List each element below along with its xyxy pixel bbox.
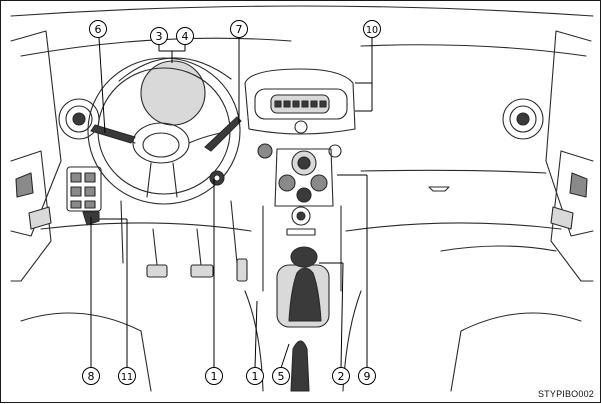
lower-dash-left bbox=[40, 222, 252, 232]
svg-text:4: 4 bbox=[182, 30, 189, 43]
svg-text:3: 3 bbox=[156, 30, 163, 43]
left-stalk bbox=[90, 124, 136, 144]
svg-text:1: 1 bbox=[252, 370, 259, 383]
left-door-panel bbox=[10, 150, 52, 282]
callout-c4: 4 bbox=[176, 27, 194, 45]
cluster-hood bbox=[118, 57, 232, 82]
pedals bbox=[146, 228, 248, 282]
a-pillar-right bbox=[545, 30, 594, 237]
instrument-cluster bbox=[140, 60, 206, 126]
seat-left bbox=[20, 312, 152, 392]
right-door-handle bbox=[569, 172, 588, 198]
right-door-switch bbox=[550, 206, 574, 230]
svg-text:8: 8 bbox=[88, 370, 95, 383]
glovebox-handle bbox=[428, 186, 450, 192]
svg-text:1: 1 bbox=[211, 370, 218, 383]
knee-panel bbox=[120, 200, 238, 264]
left-switch-panel bbox=[66, 166, 102, 212]
callout-c10: 10 bbox=[363, 20, 381, 38]
console-knob bbox=[291, 206, 311, 226]
right-side-vent bbox=[502, 98, 544, 140]
glovebox-line bbox=[360, 169, 547, 174]
callout-c2: 2 bbox=[332, 367, 350, 385]
svg-text:7: 7 bbox=[236, 23, 243, 36]
right-stalk bbox=[204, 116, 242, 152]
left-door-handle bbox=[15, 172, 34, 198]
floor-right bbox=[440, 245, 557, 252]
console-sides bbox=[262, 205, 342, 292]
svg-text:5: 5 bbox=[278, 370, 285, 383]
svg-text:11: 11 bbox=[121, 372, 133, 383]
callout-c7: 7 bbox=[230, 20, 248, 38]
handbrake bbox=[290, 340, 310, 392]
dashboard-top-right bbox=[360, 44, 587, 57]
left-door-switch bbox=[28, 206, 52, 230]
svg-text:2: 2 bbox=[338, 370, 345, 383]
a-pillar-left bbox=[10, 30, 62, 237]
center-audio-unit bbox=[244, 68, 356, 135]
center-left-knob bbox=[257, 143, 273, 159]
left-side-vent bbox=[58, 98, 100, 140]
callout-c8: 8 bbox=[82, 367, 100, 385]
callout-c1a: 1 bbox=[205, 367, 223, 385]
leader-lines bbox=[90, 37, 373, 369]
callout-c11: 11 bbox=[118, 367, 136, 385]
right-door-panel bbox=[550, 150, 594, 282]
callout-c1b: 1 bbox=[246, 367, 264, 385]
center-right-knob bbox=[328, 144, 342, 158]
svg-text:6: 6 bbox=[95, 23, 102, 36]
lower-dash-right bbox=[345, 222, 562, 232]
callout-c3: 3 bbox=[150, 27, 168, 45]
callout-c5: 5 bbox=[272, 367, 290, 385]
console-port bbox=[286, 228, 316, 236]
callout-c6: 6 bbox=[89, 20, 107, 38]
seat-right bbox=[450, 312, 582, 392]
svg-text:9: 9 bbox=[364, 370, 371, 383]
windshield-outline bbox=[10, 5, 594, 17]
climate-controls bbox=[274, 148, 334, 207]
figure-code: STYPIBO002 bbox=[537, 389, 594, 399]
svg-text:10: 10 bbox=[366, 25, 378, 36]
gear-shift bbox=[276, 246, 330, 328]
callout-c9: 9 bbox=[358, 367, 376, 385]
